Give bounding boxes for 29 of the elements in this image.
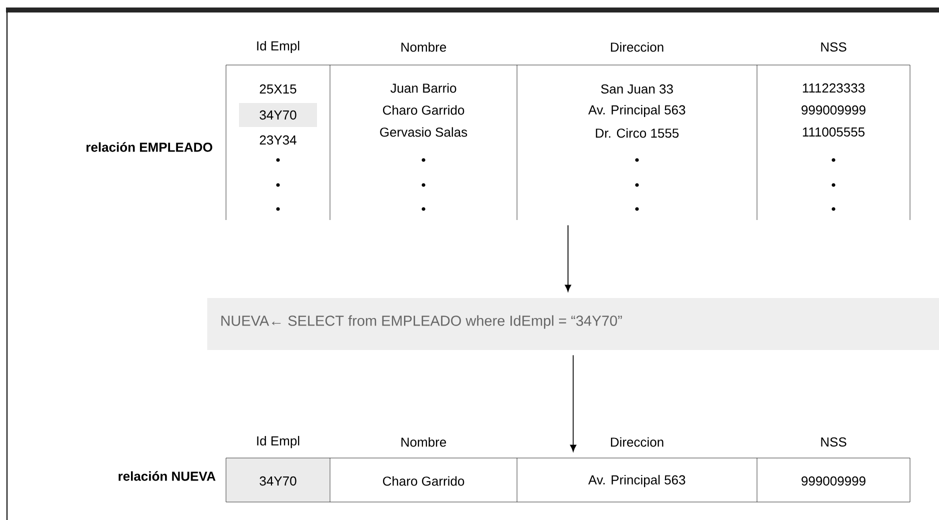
column-header: Nombre	[401, 42, 446, 52]
table-cell: Gervasio Salas	[380, 127, 468, 137]
table-cell: Av. Principal 563	[588, 104, 686, 118]
table-cell: Charo Garrido	[382, 105, 464, 115]
table-cell: San Juan 33	[601, 84, 673, 94]
table-cell: 23Y34	[260, 135, 296, 145]
column-header: Direccion	[610, 437, 664, 447]
table-cell: Juan Barrio	[390, 83, 456, 93]
column-header: Id Empl	[257, 40, 300, 54]
table-cell: Av. Principal 563	[588, 474, 686, 488]
relation-label: relación EMPLEADO	[86, 142, 212, 152]
query-band: NUEVA← SELECT from EMPLEADO where IdEmpl = “34Y70”	[207, 298, 939, 350]
column-header: Direccion	[610, 42, 664, 52]
table-cell: 999009999	[802, 105, 866, 115]
table-cell: 111005555	[802, 127, 865, 137]
column-header: Id Empl	[257, 436, 300, 448]
column-header: Nombre	[401, 437, 446, 447]
column-header: NSS	[821, 42, 846, 52]
table-cell: 999009999	[802, 476, 866, 486]
table-cell: 25X15	[260, 84, 296, 94]
arrow	[564, 224, 572, 292]
table-cell: Dr. Circo 1555	[596, 128, 679, 138]
table-cell: 34Y70	[260, 476, 296, 486]
table-cell: 34Y70	[239, 103, 317, 127]
table-cell: 111223333	[802, 83, 864, 93]
arrow	[570, 354, 576, 452]
column-header: NSS	[821, 437, 846, 447]
relation-label: relación NUEVA	[118, 471, 216, 481]
table-cell: Charo Garrido	[382, 476, 464, 486]
